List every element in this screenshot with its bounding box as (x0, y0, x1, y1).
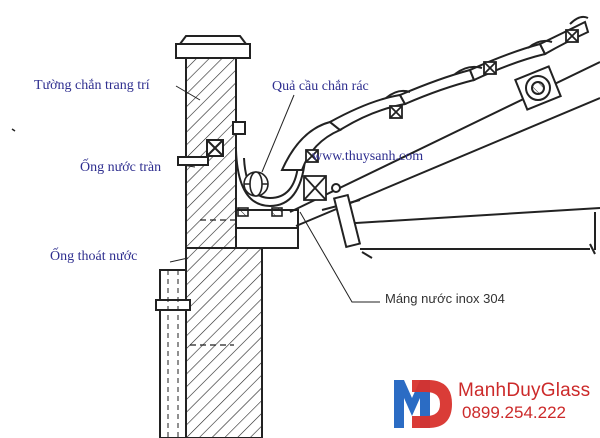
drain-pipe (155, 269, 234, 438)
stray-mark (11, 128, 16, 132)
gutter-supports (237, 207, 283, 217)
gutter-bracket (331, 183, 373, 259)
roof-vent (514, 65, 562, 111)
gutter-label: Máng nước inox 304 (385, 291, 505, 306)
wall-blocks (206, 121, 246, 157)
overflow-pipe-label: Ống nước tràn (80, 160, 162, 175)
parapet-wall-label: Tường chắn trang trí (34, 78, 150, 93)
leader-lines (169, 85, 380, 303)
debris-ball-label: Quả cầu chắn rác (272, 79, 369, 94)
overflow-pipe (177, 156, 209, 166)
brand-logo-icon (394, 380, 452, 428)
tile-battens (303, 29, 579, 201)
brand-name: ManhDuyGlass (458, 380, 591, 401)
debris-ball (243, 171, 269, 197)
website-watermark: www.thuysanh.com (312, 149, 424, 164)
drain-pipe-label: Ống thoát nước (50, 249, 138, 264)
brand-phone: 0899.254.222 (462, 403, 566, 422)
